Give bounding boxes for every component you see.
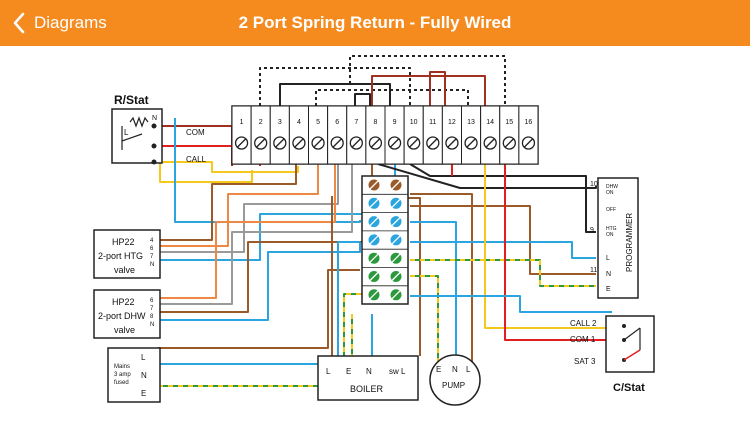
cylinder-thermostat: CALL 2 COM 1 SAT 3 C/Stat (570, 315, 655, 394)
pump: E N L PUMP (429, 354, 481, 406)
svg-text:8: 8 (150, 314, 154, 320)
terminal-number: 14 (486, 119, 494, 126)
terminal-number: 16 (525, 119, 533, 126)
svg-text:valve: valve (114, 265, 135, 275)
terminal-6: 6 (327, 105, 348, 165)
terminal-15: 15 (499, 105, 520, 165)
svg-text:L: L (606, 255, 610, 262)
terminal-number: 3 (278, 119, 282, 126)
svg-text:N: N (366, 367, 372, 376)
terminal-number: 7 (354, 119, 358, 126)
svg-text:3 amp: 3 amp (114, 372, 131, 378)
terminal-number: 12 (448, 119, 456, 126)
terminal-number: 5 (316, 119, 320, 126)
svg-text:Mains: Mains (114, 364, 130, 370)
terminal-8: 8 (365, 105, 386, 165)
svg-text:N: N (150, 322, 154, 328)
svg-text:N: N (141, 371, 147, 380)
terminal-number: 15 (505, 119, 513, 126)
terminal-number: 1 (240, 119, 244, 126)
nav-bar: Diagrams 2 Port Spring Return - Fully Wi… (0, 0, 750, 46)
svg-text:7: 7 (150, 254, 154, 260)
chevron-left-icon (13, 12, 25, 34)
svg-text:COM 1: COM 1 (570, 335, 596, 344)
svg-text:2-port HTG: 2-port HTG (98, 251, 143, 261)
terminal-number: 6 (335, 119, 339, 126)
boiler: L E N sw L BOILER (317, 355, 419, 401)
back-button[interactable]: Diagrams (8, 0, 107, 46)
svg-text:valve: valve (114, 325, 135, 335)
svg-text:OFF: OFF (606, 207, 616, 213)
rstat-call-label: CALL (186, 155, 207, 164)
svg-text:E: E (346, 367, 351, 376)
svg-text:N: N (452, 365, 458, 374)
svg-text:L: L (326, 367, 331, 376)
terminal-16: 16 (518, 105, 539, 165)
junction-block (361, 175, 409, 305)
terminal-number: 9 (393, 119, 397, 126)
terminal-7: 7 (346, 105, 367, 165)
svg-text:11: 11 (590, 267, 597, 274)
terminal-1: 1 (231, 105, 252, 165)
programmer: DHW ON OFF HTG ON L N E 10 9 11 PROGRAMM… (590, 177, 639, 299)
svg-text:HP22: HP22 (112, 237, 135, 247)
svg-text:L: L (124, 128, 129, 137)
mains-supply: Mains 3 amp fused L N E (107, 347, 161, 403)
terminal-4: 4 (288, 105, 309, 165)
room-thermostat: R/Stat N L COM CALL (111, 93, 207, 165)
terminal-2: 2 (250, 105, 271, 165)
terminal-number: 4 (297, 119, 301, 126)
svg-text:CALL 2: CALL 2 (570, 319, 597, 328)
svg-text:4: 4 (150, 238, 154, 244)
terminal-13: 13 (461, 105, 482, 165)
terminal-5: 5 (308, 105, 329, 165)
terminal-11: 11 (422, 105, 443, 165)
terminal-10: 10 (403, 105, 424, 165)
svg-text:E: E (141, 389, 146, 398)
svg-text:sw L: sw L (389, 367, 406, 376)
svg-text:2-port DHW: 2-port DHW (98, 311, 146, 321)
wires (158, 55, 612, 387)
svg-text:L: L (141, 353, 146, 362)
terminal-number: 8 (373, 119, 377, 126)
svg-text:N: N (150, 262, 154, 268)
programmer-label: PROGRAMMER (625, 213, 634, 272)
svg-text:fused: fused (114, 380, 129, 386)
svg-text:N: N (152, 115, 157, 122)
svg-text:10: 10 (590, 181, 598, 188)
svg-text:E: E (606, 286, 611, 293)
svg-text:9: 9 (590, 227, 594, 234)
svg-text:HP22: HP22 (112, 297, 135, 307)
svg-text:SAT 3: SAT 3 (574, 357, 596, 366)
terminal-number: 2 (259, 119, 263, 126)
svg-text:DHW: DHW (606, 184, 618, 190)
htg-valve: HP22 2-port HTG valve 4 6 7 N (93, 229, 161, 279)
rstat-label: R/Stat (114, 93, 149, 107)
svg-text:6: 6 (150, 298, 154, 304)
terminal-3: 3 (269, 105, 290, 165)
terminal-number: 13 (467, 119, 475, 126)
svg-text:N: N (606, 271, 611, 278)
svg-text:7: 7 (150, 306, 154, 312)
terminal-number: 11 (429, 119, 436, 126)
terminal-number: 10 (410, 119, 418, 126)
page-title: 2 Port Spring Return - Fully Wired (238, 13, 512, 32)
svg-text:6: 6 (150, 246, 154, 252)
rstat-com-label: COM (186, 128, 205, 137)
svg-text:HTG: HTG (606, 226, 617, 232)
dhw-valve: HP22 2-port DHW valve 6 7 8 N (93, 289, 161, 339)
back-label: Diagrams (34, 13, 107, 32)
terminal-14: 14 (480, 105, 501, 165)
svg-text:ON: ON (606, 190, 614, 196)
pump-label: PUMP (442, 381, 465, 390)
svg-text:ON: ON (606, 232, 614, 238)
terminal-9: 9 (384, 105, 405, 165)
svg-text:E: E (436, 365, 441, 374)
boiler-label: BOILER (350, 384, 384, 394)
svg-text:L: L (466, 365, 471, 374)
cstat-label: C/Stat (613, 382, 645, 394)
terminal-12: 12 (441, 105, 462, 165)
